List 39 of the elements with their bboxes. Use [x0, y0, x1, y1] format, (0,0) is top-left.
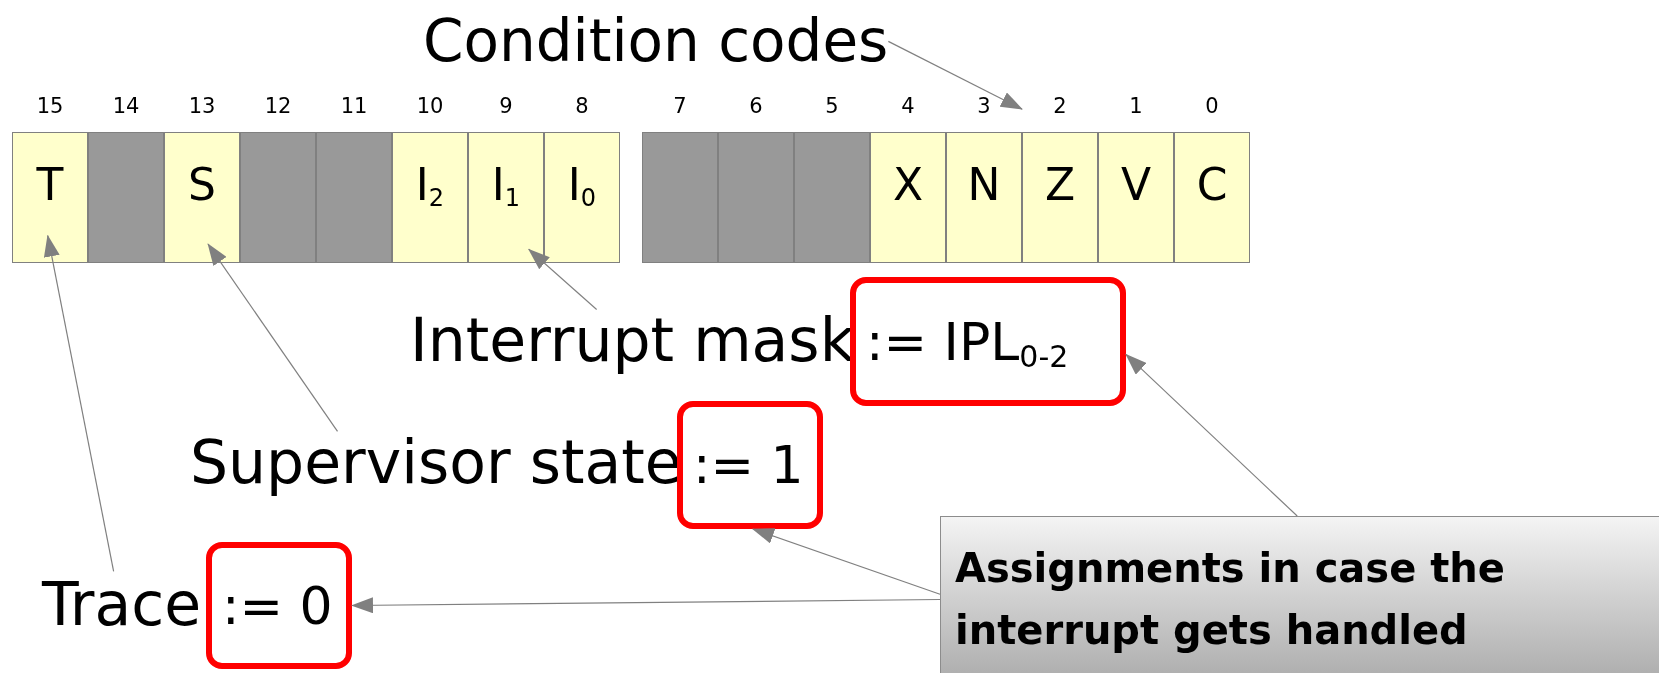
assignment-box: := 0 — [206, 542, 352, 669]
bit-number: 15 — [36, 93, 64, 120]
bit-cell: S — [164, 132, 240, 263]
leader-line — [207, 243, 339, 433]
bit-number: 6 — [749, 93, 763, 120]
leader-line — [528, 248, 598, 311]
bit-cell: I$_{2}$ — [392, 132, 468, 263]
bit-number: 12 — [264, 93, 292, 120]
bit-cell: I$_{1}$ — [468, 132, 544, 263]
leader-line — [752, 528, 941, 595]
leader-line — [43, 234, 115, 572]
bit-number: 10 — [416, 93, 444, 120]
bit-number: 5 — [825, 93, 839, 120]
bit-cell: X — [870, 132, 946, 263]
bit-number: 0 — [1205, 93, 1219, 120]
bit-number: 3 — [977, 93, 991, 120]
bit-number: 1 — [1129, 93, 1143, 120]
assignment-box: := IPL$_{0-2}$ — [850, 277, 1126, 406]
note-box: Assignments in case the interrupt gets handled — [940, 516, 1659, 673]
leader-line — [351, 597, 941, 614]
bit-number: 13 — [188, 93, 216, 120]
bit-number: 4 — [901, 93, 915, 120]
bit-cell: I$_{0}$ — [544, 132, 620, 263]
callout-label: Condition codes — [423, 8, 889, 75]
leader-line — [1125, 353, 1298, 517]
field-label: Trace — [42, 570, 202, 639]
bit-cell: N — [946, 132, 1022, 263]
bit-number: 8 — [575, 93, 589, 120]
bit-cell: Z — [1022, 132, 1098, 263]
bit-number: 7 — [673, 93, 687, 120]
leader-line — [887, 40, 1023, 110]
bit-number: 14 — [112, 93, 140, 120]
assignment-box: := 1 — [677, 401, 823, 529]
bit-cell: T — [12, 132, 88, 263]
bit-cell: C — [1174, 132, 1250, 263]
bit-number: 9 — [499, 93, 513, 120]
bit-number: 11 — [340, 93, 368, 120]
bit-number: 2 — [1053, 93, 1067, 120]
bit-cell: V — [1098, 132, 1174, 263]
